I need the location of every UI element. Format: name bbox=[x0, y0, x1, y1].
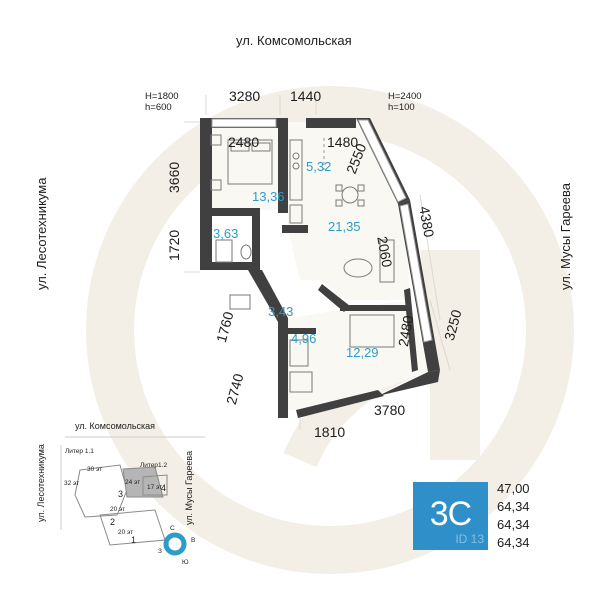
site-minimap bbox=[60, 436, 205, 546]
dim-left-upper: 3660 bbox=[166, 161, 182, 193]
apartment-id: ID 13 bbox=[455, 532, 484, 546]
dim-bedroom-width: 2480 bbox=[228, 134, 260, 150]
wall bbox=[340, 305, 410, 311]
window-note-left-H: H=1800 bbox=[145, 91, 179, 102]
window-note-right-h: h=100 bbox=[388, 102, 415, 113]
window-note-left: H=1800 h=600 bbox=[145, 91, 179, 113]
wall bbox=[296, 390, 384, 418]
wall bbox=[206, 208, 256, 216]
minimap-num-3: 3 bbox=[118, 489, 124, 499]
minimap-num-4: 4 bbox=[161, 483, 167, 493]
room-living-area: 21,35 bbox=[328, 219, 361, 234]
wall bbox=[248, 270, 288, 322]
wall bbox=[206, 262, 260, 270]
minimap-floors-30: 30 эт bbox=[87, 466, 103, 473]
dim-bottom-left: 1810 bbox=[314, 424, 346, 440]
compass-n: С bbox=[170, 525, 175, 532]
area-value-2: 64,34 bbox=[497, 499, 530, 514]
wall bbox=[278, 318, 288, 418]
compass-w: З bbox=[158, 548, 162, 555]
wall bbox=[306, 118, 356, 128]
minimap-street-right: ул. Мусы Гареева bbox=[184, 450, 194, 525]
dim-bottom-right: 3780 bbox=[374, 402, 406, 418]
compass-icon bbox=[163, 532, 187, 556]
wall bbox=[252, 208, 260, 270]
room-hall-area: 3,43 bbox=[268, 304, 294, 319]
area-value-4: 64,34 bbox=[497, 535, 530, 550]
wall bbox=[278, 118, 288, 213]
room-bath-area: 4,96 bbox=[291, 331, 317, 346]
dim-left-mid: 1720 bbox=[166, 229, 182, 261]
dim-kitchen-width: 1480 bbox=[327, 134, 359, 150]
minimap-liter1: Литер 1.1 bbox=[65, 448, 94, 455]
compass-s: Ю bbox=[182, 559, 189, 566]
area-value-1: 47,00 bbox=[497, 481, 530, 496]
wall bbox=[378, 370, 440, 396]
minimap-num-1: 1 bbox=[131, 535, 137, 545]
room-bedroom-area: 13,36 bbox=[252, 189, 285, 204]
room-bedroom2-area: 12,29 bbox=[346, 345, 379, 360]
wall bbox=[200, 118, 212, 270]
apartment-code: 3С bbox=[429, 495, 472, 533]
minimap-floors-17: 17 эт bbox=[147, 484, 163, 491]
minimap-floors-20: 20 эт bbox=[110, 506, 126, 513]
dim-top-right: 1440 bbox=[290, 88, 322, 104]
wall bbox=[282, 225, 308, 233]
minimap-floors-32: 32 эт bbox=[64, 480, 80, 487]
minimap-floors-24: 24 эт bbox=[125, 479, 141, 486]
apartment-type-badge: 3С ID 13 bbox=[413, 482, 488, 550]
window-note-left-h: h=600 bbox=[145, 102, 172, 113]
minimap-floors-20b: 20 эт bbox=[118, 529, 134, 536]
room-kitchen-area: 5,32 bbox=[306, 159, 332, 174]
minimap-street-left: ул. Лесотехникума bbox=[36, 444, 46, 522]
window-note-right-H: H=2400 bbox=[388, 91, 422, 102]
wall bbox=[404, 288, 418, 372]
compass-e: В bbox=[191, 537, 196, 544]
minimap-num-2: 2 bbox=[110, 517, 116, 527]
wall bbox=[282, 328, 316, 334]
street-top: ул. Комсомольская bbox=[236, 33, 352, 48]
window-note-right: H=2400 h=100 bbox=[388, 91, 422, 113]
dim-top-left: 3280 bbox=[229, 88, 261, 104]
minimap-liter2: Литер1.2 bbox=[140, 462, 168, 469]
minimap-street-top: ул. Комсомольская bbox=[75, 421, 156, 431]
room-wc-area: 3,63 bbox=[213, 226, 239, 241]
area-value-3: 64,34 bbox=[497, 517, 530, 532]
